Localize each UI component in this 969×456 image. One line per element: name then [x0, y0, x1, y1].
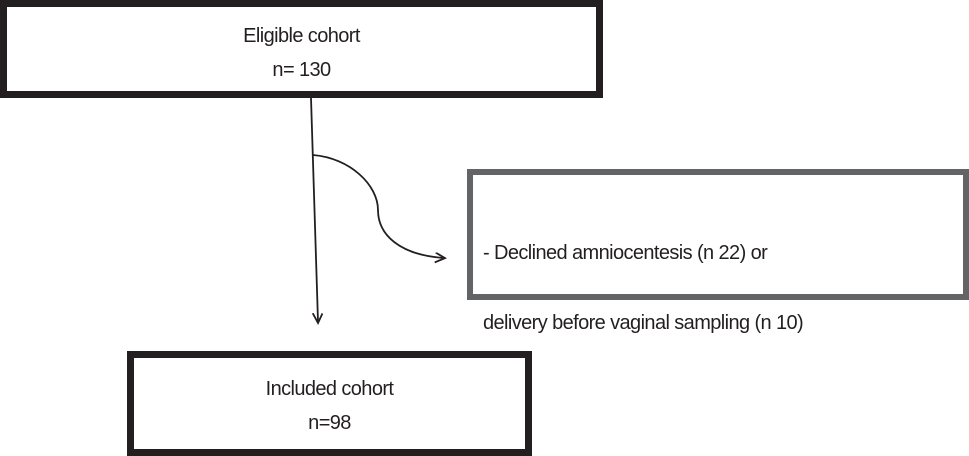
main-arrow	[310, 97, 318, 322]
exclusion-line-1: - Declined amniocentesis (n 22) or	[483, 242, 768, 264]
eligible-title: Eligible cohort	[243, 25, 360, 47]
eligible-cohort-box: Eligible cohort n= 130	[0, 0, 603, 98]
eligible-count: n= 130	[272, 59, 331, 81]
included-title: Included cohort	[265, 378, 394, 400]
included-count: n=98	[308, 412, 351, 434]
included-cohort-box: Included cohort n=98	[127, 351, 532, 456]
exclusion-line-2: delivery before vaginal sampling (n 10)	[483, 312, 804, 334]
exclusion-box: - Declined amniocentesis (n 22) or deliv…	[467, 169, 969, 334]
exclusion-arrow	[312, 154, 444, 258]
